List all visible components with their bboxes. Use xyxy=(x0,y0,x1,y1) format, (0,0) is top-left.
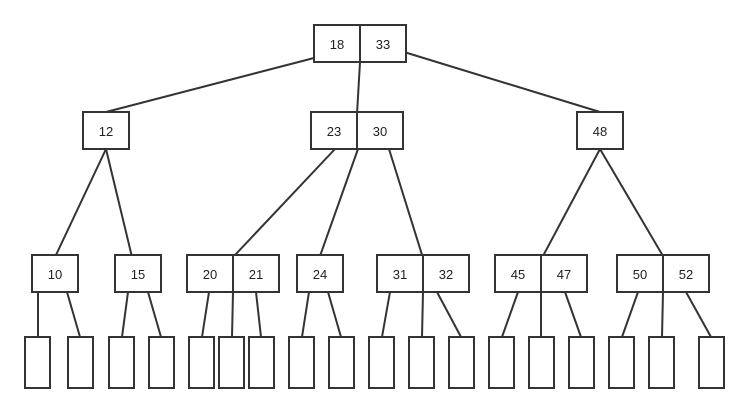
tree-edges xyxy=(37,51,712,338)
tree-edge xyxy=(564,291,582,338)
leaf-box xyxy=(448,336,475,389)
leaf-box xyxy=(488,336,515,389)
level1-b-key-cell-0 xyxy=(310,111,358,150)
level2-f-key-1: 47 xyxy=(557,267,571,282)
leaf-box xyxy=(408,336,435,389)
leaf-box xyxy=(648,336,675,389)
root-key-0: 18 xyxy=(330,37,344,52)
tree-edge xyxy=(403,51,601,113)
tree-edge xyxy=(66,291,81,338)
tree-edge xyxy=(231,291,234,338)
level2-g-key-cell-0 xyxy=(616,254,664,293)
level2-a-key-0: 10 xyxy=(48,267,62,282)
root-node: 18 33 xyxy=(313,24,407,63)
leaf-box xyxy=(328,336,355,389)
level2-e-key-0: 31 xyxy=(393,267,407,282)
level2-node-15: 15 xyxy=(114,254,162,293)
level2-e-key-cell-1 xyxy=(422,254,470,293)
level1-node-c: 48 xyxy=(576,111,624,150)
tree-edge xyxy=(388,148,424,259)
level1-node-b: 23 30 xyxy=(310,111,404,150)
tree-edge xyxy=(436,291,462,338)
level2-node-50-52: 50 52 xyxy=(616,254,710,293)
level2-c-key-1: 21 xyxy=(249,267,263,282)
level2-c-key-cell-0 xyxy=(186,254,234,293)
leaf-box xyxy=(698,336,725,389)
level1-b-key-0: 23 xyxy=(327,124,341,139)
leaf-box xyxy=(218,336,245,389)
tree-edge xyxy=(501,291,519,338)
level2-g-key-cell-1 xyxy=(662,254,710,293)
level2-d-key-cell-0 xyxy=(296,254,344,293)
tree-edge xyxy=(319,148,359,257)
level2-f-key-cell-1 xyxy=(540,254,588,293)
leaf-box xyxy=(148,336,175,389)
tree-edge xyxy=(542,148,601,257)
root-key-1: 33 xyxy=(376,37,390,52)
level1-a-key-cell-0 xyxy=(82,111,130,150)
level2-f-key-cell-0 xyxy=(494,254,542,293)
level1-b-key-1: 30 xyxy=(373,124,387,139)
tree-edge xyxy=(201,291,210,338)
tree-edge xyxy=(356,61,361,115)
level2-node-10: 10 xyxy=(31,254,79,293)
level2-node-20-21: 20 21 xyxy=(186,254,280,293)
tree-edge xyxy=(621,291,639,338)
level2-e-key-1: 32 xyxy=(439,267,453,282)
level2-g-key-0: 50 xyxy=(633,267,647,282)
leaf-box xyxy=(368,336,395,389)
tree-edge xyxy=(327,291,342,338)
level2-b-key-cell-0 xyxy=(114,254,162,293)
tree-edge xyxy=(105,57,315,113)
tree-edge xyxy=(234,148,336,256)
tree-edge xyxy=(255,291,262,338)
level2-node-24: 24 xyxy=(296,254,344,293)
tree-edge xyxy=(55,148,107,256)
leaf-nodes xyxy=(24,336,725,389)
tree-edge xyxy=(105,148,133,258)
level2-node-45-47: 45 47 xyxy=(494,254,588,293)
tree-edge xyxy=(121,291,129,338)
level2-e-key-cell-0 xyxy=(376,254,424,293)
level1-node-a: 12 xyxy=(82,111,130,150)
level2-c-key-0: 20 xyxy=(203,267,217,282)
tree-edge xyxy=(421,291,424,338)
leaf-box xyxy=(248,336,275,389)
leaf-box xyxy=(188,336,215,389)
level2-a-key-cell-0 xyxy=(31,254,79,293)
tree-edge xyxy=(685,291,712,338)
level2-node-31-32: 31 32 xyxy=(376,254,470,293)
tree-edge xyxy=(301,291,310,338)
level2-f-key-0: 45 xyxy=(511,267,525,282)
level1-c-key-0: 48 xyxy=(593,124,607,139)
tree-edge xyxy=(381,291,391,338)
leaf-box xyxy=(108,336,135,389)
leaf-box xyxy=(608,336,635,389)
level1-a-key-0: 12 xyxy=(99,124,113,139)
tree-edge xyxy=(599,148,664,257)
level2-c-key-cell-1 xyxy=(232,254,280,293)
level2-b-key-0: 15 xyxy=(131,267,145,282)
leaf-box xyxy=(288,336,315,389)
tree-edge xyxy=(147,291,162,338)
leaf-box xyxy=(24,336,51,389)
leaf-box xyxy=(67,336,94,389)
root-key-cell-1 xyxy=(359,24,407,63)
level1-b-key-cell-1 xyxy=(356,111,404,150)
leaf-box xyxy=(528,336,555,389)
level2-d-key-0: 24 xyxy=(313,267,327,282)
level2-g-key-1: 52 xyxy=(679,267,693,282)
leaf-box xyxy=(568,336,595,389)
tree-edge xyxy=(661,291,664,338)
level1-c-key-cell-0 xyxy=(576,111,624,150)
